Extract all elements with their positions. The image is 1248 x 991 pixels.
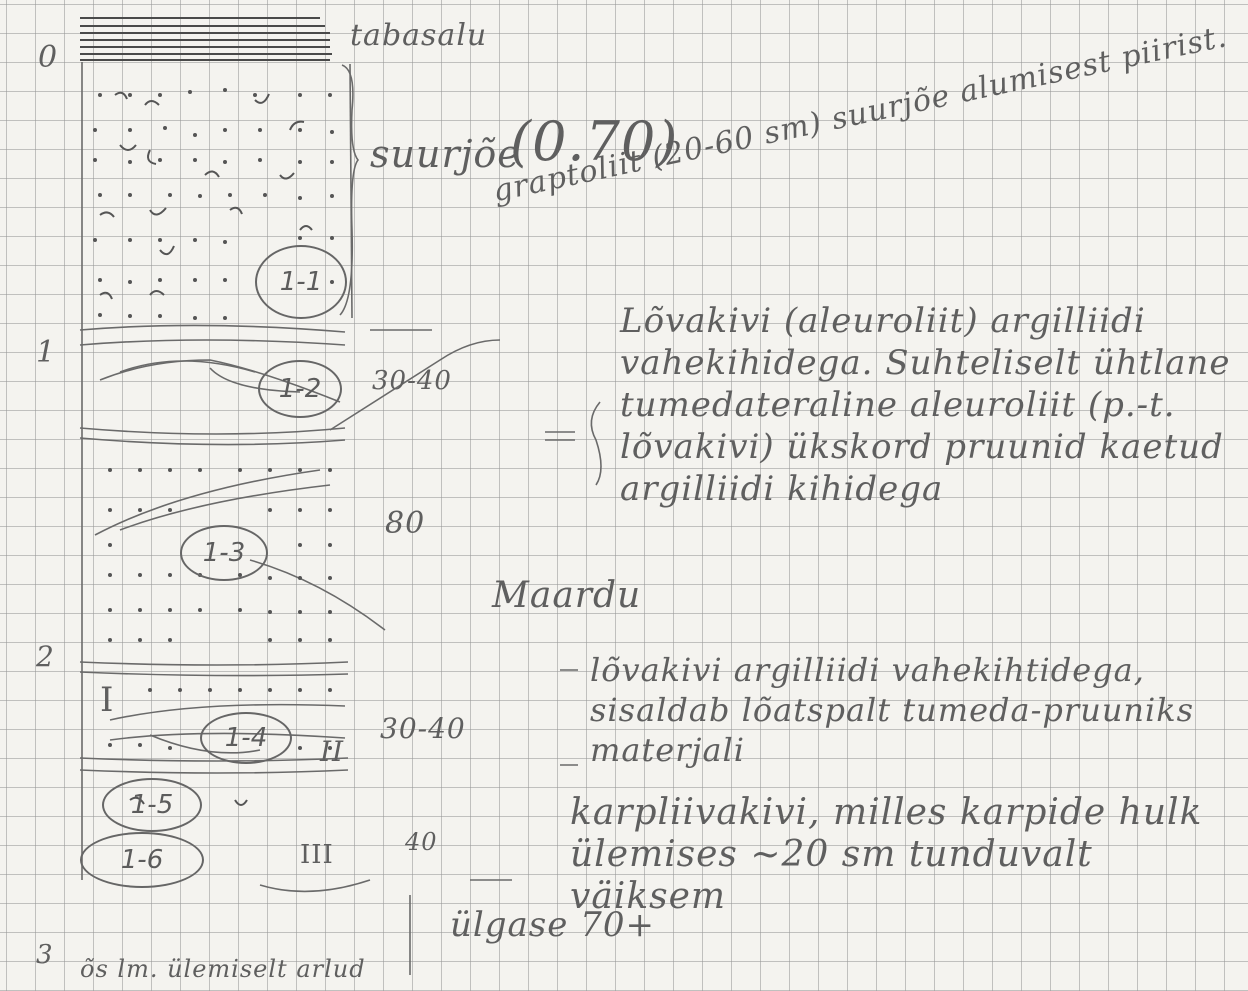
sample-circle: 1-3 bbox=[180, 525, 268, 581]
description-layer-4: lõvakivi argilliidi vahekihtidega, sisal… bbox=[590, 650, 1220, 770]
shell-marks bbox=[100, 93, 312, 805]
sample-circle: 1-6 bbox=[80, 832, 204, 888]
locality-maardu: Maardu bbox=[492, 575, 641, 616]
roman-mark-ii: II bbox=[320, 735, 344, 768]
description-layer-6: karpliivakivi, milles karpide hulk ülemi… bbox=[570, 792, 1240, 918]
roman-mark-i: I bbox=[100, 680, 114, 720]
dot-texture bbox=[93, 88, 334, 750]
roman-mark-iii: III bbox=[300, 840, 334, 870]
thickness-layer-4: 30-40 bbox=[380, 712, 466, 745]
depth-mark-3: 3 bbox=[36, 940, 54, 970]
sample-circle: 1-4 bbox=[200, 712, 292, 764]
depth-mark-0: 0 bbox=[38, 40, 58, 75]
footer-note: õs lm. ülemiselt arlud bbox=[80, 955, 366, 983]
sample-circle: 1-1 bbox=[255, 245, 347, 319]
layer-label-tabasalu: tabasalu bbox=[350, 18, 487, 53]
thickness-layer-3: 80 bbox=[385, 506, 425, 541]
sample-circle: 1-2 bbox=[258, 360, 342, 418]
thickness-layer-2: 30-40 bbox=[372, 366, 452, 396]
layer-label-suurjoe: suurjõe bbox=[370, 132, 521, 176]
sample-circle: 1-5 bbox=[102, 778, 202, 832]
depth-mark-1: 1 bbox=[36, 335, 56, 370]
thickness-layer-6: 40 bbox=[405, 828, 438, 856]
description-layer-2: Lõvakivi (aleuroliit) argilliidi vahekih… bbox=[620, 300, 1240, 510]
depth-mark-2: 2 bbox=[36, 640, 55, 673]
formation-ulgase: ülgase 70+ bbox=[450, 905, 655, 945]
